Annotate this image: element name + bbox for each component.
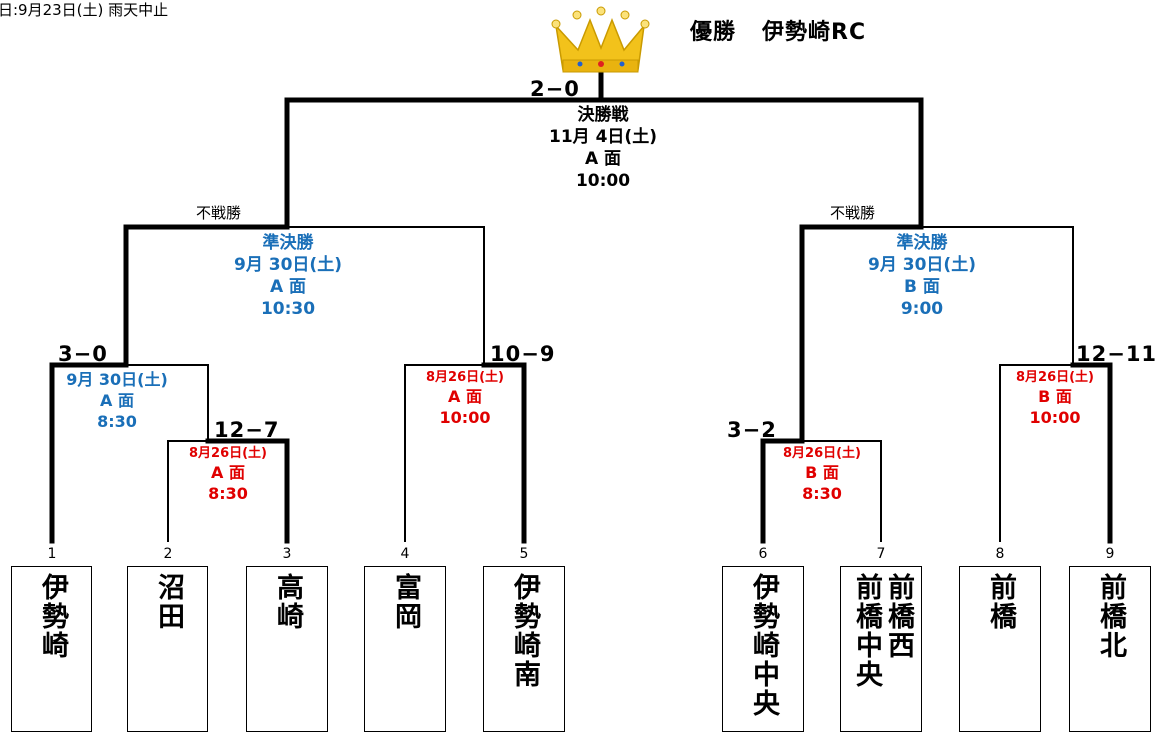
team-box: 富岡 xyxy=(364,566,446,732)
crown-icon xyxy=(551,6,650,73)
team-box: 高崎 xyxy=(246,566,328,732)
r1-2v3-court: A 面 xyxy=(211,462,245,482)
team-box: 前橋北 xyxy=(1069,566,1151,732)
final-time: 10:00 xyxy=(575,171,631,192)
r1-4v5-date: 8月26日(土) xyxy=(425,370,505,385)
r1-2v3-info: 8月26日(土) A 面 8:30 xyxy=(168,446,288,504)
team-name: 前橋北 xyxy=(1095,573,1126,660)
seed-number: 6 xyxy=(758,546,768,562)
r1-2v3-time: 8:30 xyxy=(208,483,248,503)
semi-left-name: 準決勝 xyxy=(262,233,314,253)
team-name: 富岡 xyxy=(390,573,421,631)
semi-right-info: 準決勝 9月 30日(土) B 面 9:00 xyxy=(842,232,1002,320)
r1-4v5-court: A 面 xyxy=(448,386,482,406)
semi-left-info: 準決勝 9月 30日(土) A 面 10:30 xyxy=(208,232,368,320)
r1-4v5-info: 8月26日(土) A 面 10:00 xyxy=(405,370,525,428)
semi-left-date: 9月 30日(土) xyxy=(234,255,342,276)
qf1-court: A 面 xyxy=(100,390,134,410)
seed-number: 2 xyxy=(163,546,173,562)
semi-right-court: B 面 xyxy=(904,277,940,298)
team-name: 高崎 xyxy=(272,573,303,631)
final-name: 決勝戦 xyxy=(577,105,629,125)
champion-team: 伊勢崎RC xyxy=(762,20,867,45)
final-info: 決勝戦 11月 4日(土) A 面 10:00 xyxy=(520,104,686,192)
semi-left-time: 10:30 xyxy=(260,299,316,320)
semi-left-court: A 面 xyxy=(269,277,307,298)
seed-number: 5 xyxy=(519,546,529,562)
team-name: 伊勢崎中央 xyxy=(748,573,779,718)
seed-number: 3 xyxy=(282,546,292,562)
seed-number: 9 xyxy=(1105,546,1115,562)
semi-right-name: 準決勝 xyxy=(896,233,948,253)
team-name: 前橋 xyxy=(985,573,1016,631)
team-name: 伊勢崎南 xyxy=(509,573,540,689)
qf1-time: 8:30 xyxy=(97,411,137,431)
r1-2v3-date: 8月26日(土) xyxy=(188,446,268,461)
final-date: 11月 4日(土) xyxy=(549,127,657,148)
team-name: 沼田 xyxy=(153,573,184,631)
seed-number: 4 xyxy=(400,546,410,562)
final-score: 2−0 xyxy=(530,77,580,101)
qf1-info: 9月 30日(土) A 面 8:30 xyxy=(52,370,182,432)
r1-2v3-score: 12−7 xyxy=(214,418,280,442)
r1-8v9-score: 12−11 xyxy=(1076,342,1158,366)
qf1-date: 9月 30日(土) xyxy=(66,370,168,389)
team-box: 沼田 xyxy=(127,566,208,732)
team-box: 伊勢崎 xyxy=(11,566,92,732)
r1-8v9-time: 10:00 xyxy=(1029,407,1081,427)
walkover-left: 不戦勝 xyxy=(196,204,242,222)
r1-8v9-date: 8月26日(土) xyxy=(1015,370,1095,385)
r1-8v9-court: B 面 xyxy=(1038,386,1072,406)
champion-title: 優勝 伊勢崎RC xyxy=(690,22,866,44)
r1-6v7-info: 8月26日(土) B 面 8:30 xyxy=(763,446,881,504)
header-note: 日:9月23日(土) 雨天中止 xyxy=(0,1,169,19)
r1-6v7-court: B 面 xyxy=(805,462,839,482)
qf1-score: 3−0 xyxy=(58,342,108,366)
seed-number: 7 xyxy=(876,546,886,562)
team-box: 伊勢崎中央 xyxy=(722,566,804,732)
team-name: 前橋西 xyxy=(883,573,914,660)
team-box: 前橋 xyxy=(959,566,1041,732)
team-box: 伊勢崎南 xyxy=(483,566,565,732)
r1-6v7-time: 8:30 xyxy=(802,483,842,503)
r1-4v5-score: 10−9 xyxy=(490,342,556,366)
semi-right-date: 9月 30日(土) xyxy=(868,255,976,276)
seed-number: 8 xyxy=(995,546,1005,562)
semi-right-time: 9:00 xyxy=(900,299,944,320)
team-box: 前橋西 前橋中央 xyxy=(840,566,922,732)
champion-label: 優勝 xyxy=(690,20,737,45)
team-name: 伊勢崎 xyxy=(37,573,68,660)
seed-number: 1 xyxy=(47,546,57,562)
r1-8v9-info: 8月26日(土) B 面 10:00 xyxy=(996,370,1114,428)
r1-6v7-score: 3−2 xyxy=(727,418,777,442)
r1-4v5-time: 10:00 xyxy=(439,407,491,427)
team-name: 前橋中央 xyxy=(851,573,882,689)
r1-6v7-date: 8月26日(土) xyxy=(782,446,862,461)
walkover-right: 不戦勝 xyxy=(830,204,876,222)
final-court: A 面 xyxy=(584,149,622,170)
